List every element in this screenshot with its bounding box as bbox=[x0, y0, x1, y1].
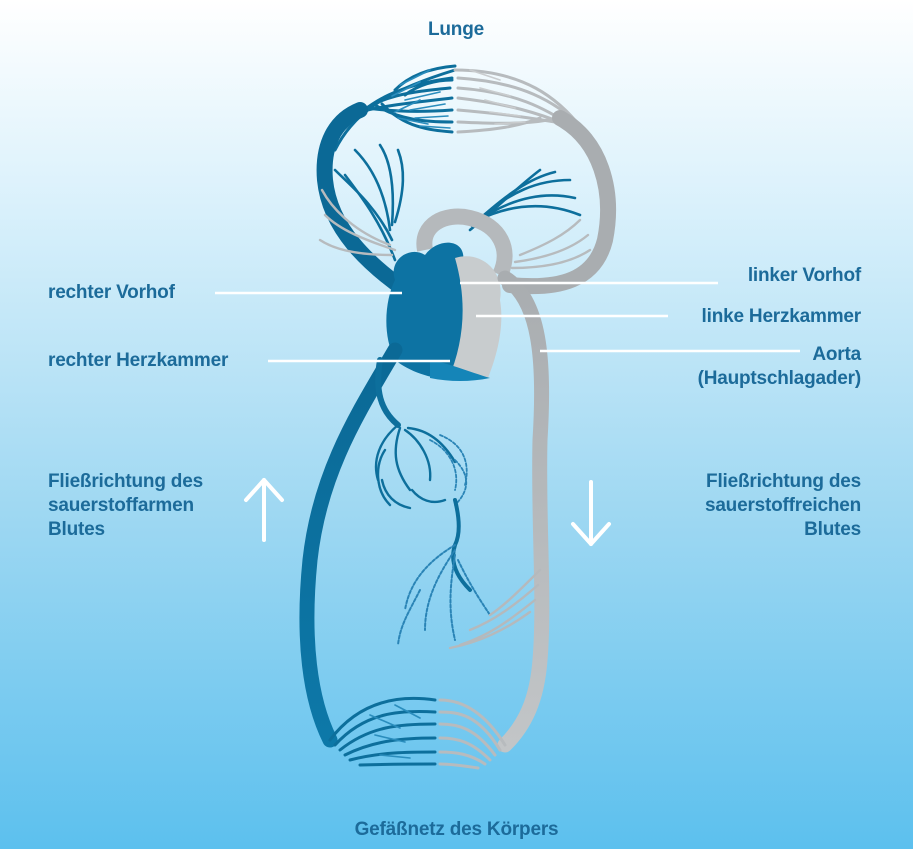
organ-capillary-networks bbox=[376, 360, 540, 648]
flow-oxygenated-label: Fließrichtung des sauerstoffreichen Blut… bbox=[705, 470, 861, 542]
flow-deoxygenated-line3: Blutes bbox=[48, 518, 203, 542]
heart-right-side bbox=[386, 243, 467, 380]
flow-oxygenated-line1: Fließrichtung des bbox=[705, 470, 861, 494]
linke-herzkammer-label: linke Herzkammer bbox=[702, 305, 861, 329]
aorta-label-line1: Aorta bbox=[698, 343, 861, 367]
flow-oxygenated-line3: Blutes bbox=[705, 518, 861, 542]
lung-capillary-network bbox=[335, 66, 590, 150]
rechter-vorhof-label: rechter Vorhof bbox=[48, 281, 175, 305]
body-capillary-network bbox=[330, 698, 505, 768]
lung-label: Lunge bbox=[406, 18, 506, 42]
aorta-label-line2: (Hauptschlagader) bbox=[698, 367, 861, 391]
flow-deoxygenated-label: Fließrichtung des sauerstoffarmen Blutes bbox=[48, 470, 203, 542]
aorta-label: Aorta (Hauptschlagader) bbox=[698, 343, 861, 391]
arrow-down-icon bbox=[573, 482, 609, 544]
arrow-up-icon bbox=[246, 480, 282, 540]
descending-aorta bbox=[505, 278, 542, 745]
rechter-herzkammer-label: rechter Herzkammer bbox=[48, 349, 228, 373]
flow-deoxygenated-line2: sauerstoffarmen bbox=[48, 494, 203, 518]
body-vessel-network-label: Gefäßnetz des Körpers bbox=[300, 818, 613, 842]
flow-oxygenated-line2: sauerstoffreichen bbox=[705, 494, 861, 518]
flow-deoxygenated-line1: Fließrichtung des bbox=[48, 470, 203, 494]
linker-vorhof-label: linker Vorhof bbox=[748, 264, 861, 288]
